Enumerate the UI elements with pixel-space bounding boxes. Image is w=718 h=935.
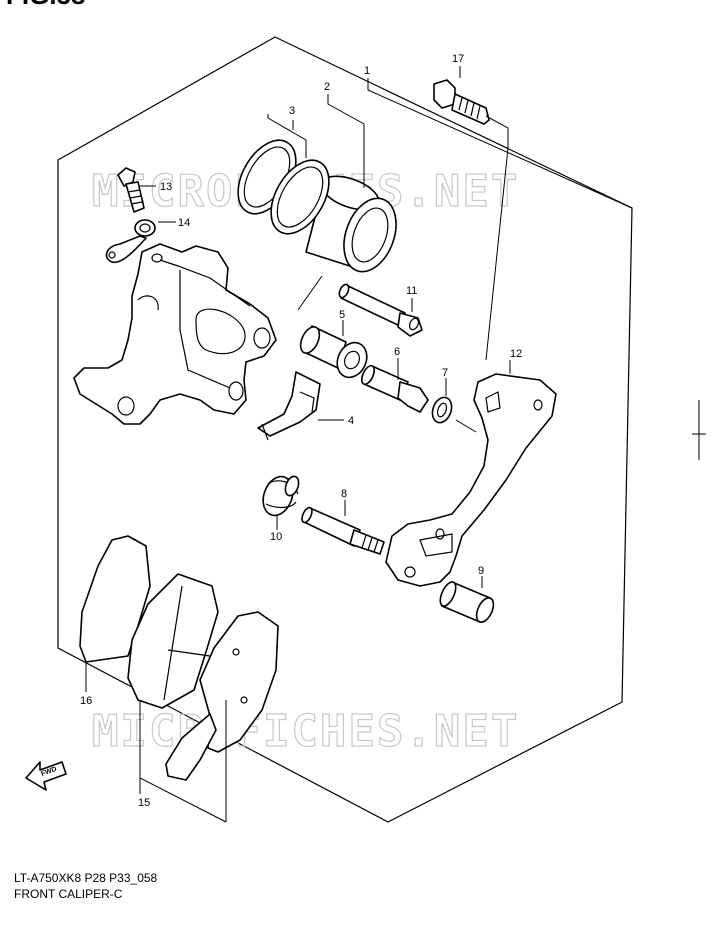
callout-2: 2 [324, 81, 330, 93]
washer-7 [431, 396, 453, 424]
leader-lines [85, 66, 633, 823]
pin-8 [301, 506, 385, 555]
callout-5: 5 [339, 309, 345, 321]
callout-4: 4 [348, 415, 354, 427]
callouts: 1 2 3 4 5 6 7 8 9 10 11 12 13 14 15 16 1… [80, 53, 522, 809]
callout-3: 3 [289, 105, 295, 117]
callout-9: 9 [478, 565, 484, 577]
callout-12: 12 [510, 348, 522, 360]
assembly-frame [57, 36, 633, 823]
pin-6 [361, 364, 429, 413]
figure-title: FIG.58 [6, 0, 85, 10]
caliper-body [73, 243, 277, 425]
footer-caption: FRONT CALIPER-C [14, 887, 123, 901]
callout-11: 11 [406, 285, 417, 297]
footer-code: LT-A750XK8 P28 P33_058 [14, 871, 158, 885]
callout-7: 7 [442, 367, 448, 379]
pads-16 [79, 535, 219, 709]
callout-8: 8 [341, 488, 347, 500]
piston-2 [305, 175, 397, 273]
boot-10 [262, 475, 300, 517]
callout-13: 13 [160, 181, 172, 193]
callout-6: 6 [394, 346, 400, 358]
callout-17: 17 [452, 53, 464, 65]
bleeder-13 [117, 167, 145, 213]
pin-11 [338, 283, 423, 337]
spring-4 [257, 371, 321, 441]
bolt-17 [433, 79, 490, 125]
callout-10: 10 [270, 531, 282, 543]
bracket-12 [385, 373, 557, 587]
seals-3 [237, 139, 330, 235]
pads-15 [165, 611, 279, 781]
callout-15: 15 [138, 797, 150, 809]
watermark-bottom: MICROFICHES.NET [92, 706, 519, 757]
bushing-9 [439, 581, 495, 623]
boot-5 [299, 325, 368, 379]
callout-14: 14 [178, 217, 190, 229]
fwd-arrow: FWD [25, 761, 67, 791]
callout-16: 16 [80, 695, 92, 707]
callout-1: 1 [364, 65, 370, 77]
cap-14 [105, 219, 156, 264]
